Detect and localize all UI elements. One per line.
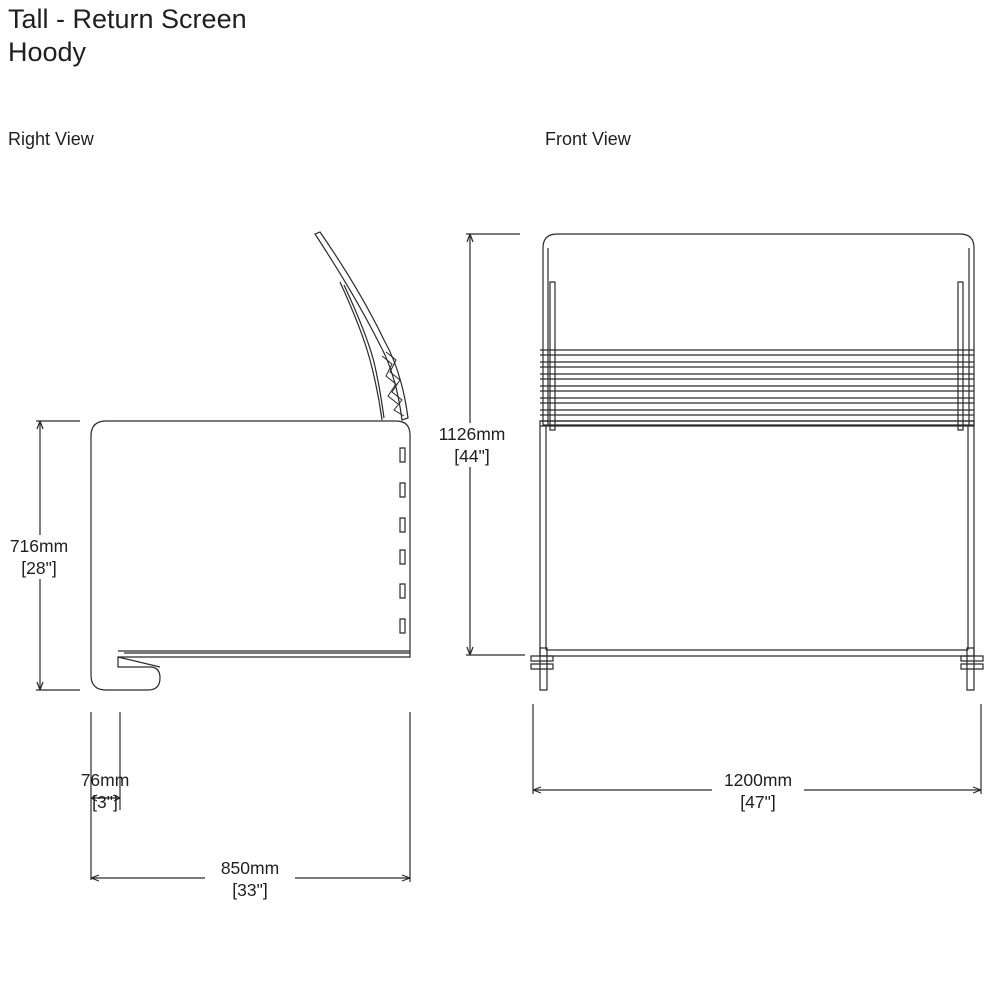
dim-716-in: [28"] [21,558,57,578]
connector-slot [400,619,405,633]
dim-label-850: 850mm [33"] [205,857,295,901]
front-view-drawing [466,234,983,794]
right-view-hood-bracket-2 [382,356,398,404]
dim-1200-mm: 1200mm [723,770,793,790]
dim-1126-mm: 1126mm [438,424,506,444]
right-view-base-line [118,657,160,667]
dim-850-in: [33"] [232,880,268,900]
front-view-label: Front View [545,129,631,149]
dim-716-mm: 716mm [9,536,69,556]
front-view-slats [540,350,974,426]
dim-76-in: [3"] [92,792,118,812]
right-view-connector-slots [400,448,405,633]
connector-slot [400,584,405,598]
right-view-body-outline [91,421,410,690]
connector-slot [400,550,405,564]
drawing-title: Tall - Return Screen [8,4,247,34]
front-view-foot-left-2 [531,664,553,669]
dim-label-1126: 1126mm [44"] [430,423,514,467]
right-view-drawing [36,232,410,882]
front-view-post-right [958,282,963,430]
front-view-post-left [550,282,555,430]
right-view-label: Right View [8,129,94,149]
front-view-hood-outline [543,234,974,425]
dim-850-mm: 850mm [220,858,280,878]
connector-slot [400,483,405,497]
right-view-hood-bracket [386,352,404,416]
connector-slot [400,518,405,532]
right-view-hood-support-2 [344,285,384,418]
dim-1200-in: [47"] [740,792,776,812]
front-view-foot-right-2 [961,664,983,669]
front-view-foot-right [961,656,983,661]
dim-label-76: 76mm [3"] [72,769,138,813]
drawing-subtitle: Hoody [8,37,87,67]
connector-slot [400,448,405,462]
dim-1126-in: [44"] [454,446,490,466]
front-view-foot-left [531,656,553,661]
front-view-frame [540,421,974,656]
dim-76-mm: 76mm [80,770,130,790]
right-view-hood-panel [315,232,408,420]
dim-label-1200: 1200mm [47"] [712,769,804,813]
right-view-hood-support [340,282,382,420]
dim-label-716: 716mm [28"] [4,535,74,579]
